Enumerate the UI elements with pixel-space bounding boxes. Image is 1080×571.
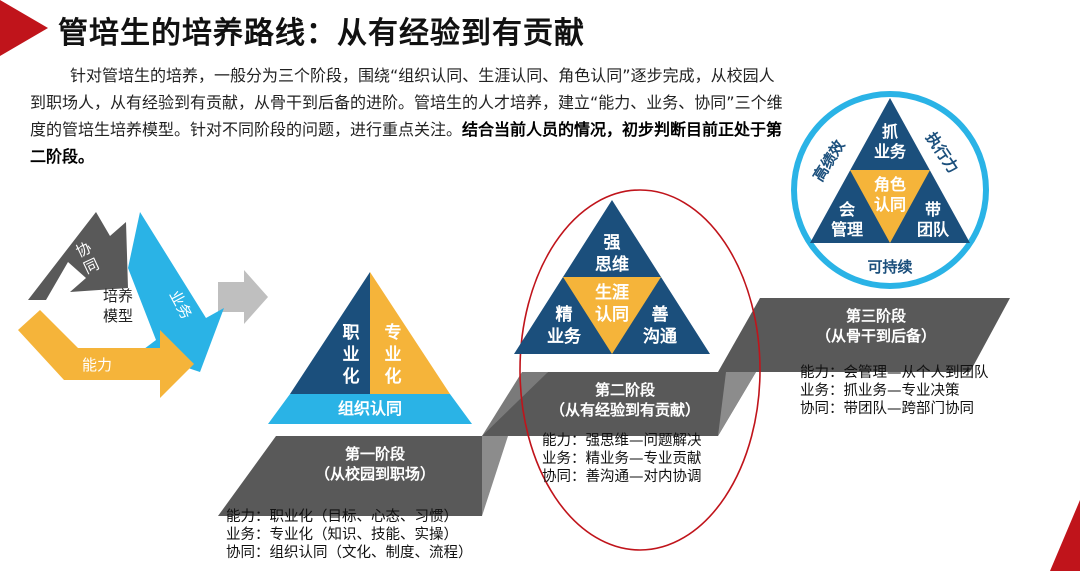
stage1-right-label: 专 业 化 xyxy=(378,322,408,388)
stage1-left-label: 职 业 化 xyxy=(336,322,366,388)
stage2-right-label: 善 沟通 xyxy=(634,304,686,348)
cycle-center-label: 培养 模型 xyxy=(98,286,138,326)
stage3-title-block: 第三阶段 （从骨干到后备） xyxy=(806,306,946,346)
highlight-ellipse xyxy=(519,189,761,551)
s1r-2: 业 xyxy=(384,345,402,365)
business-arrow xyxy=(128,212,224,372)
step-2-bar xyxy=(482,372,756,436)
stage2-top-label: 强 思维 xyxy=(586,232,638,276)
step-3-bar xyxy=(718,298,1010,372)
stage3-line-business: 业务：抓业务—专业决策 xyxy=(800,383,960,399)
stage1-title-block: 第一阶段 （从校园到职场） xyxy=(300,444,450,484)
stage1-line-coop: 协同：组织认同（文化、制度、流程） xyxy=(226,545,473,561)
flow-arrow xyxy=(218,270,268,324)
stage1-subtitle: （从校园到职场） xyxy=(314,465,435,483)
cycle-center-line1: 培养 xyxy=(102,287,133,305)
s2c-1: 生涯 xyxy=(595,283,629,303)
s3r-2: 团队 xyxy=(916,220,949,239)
stage2-center-label: 生涯 认同 xyxy=(586,282,638,326)
stage2-description: 能力：强思维—问题解决 业务：精业务—专业贡献 协同：善沟通—对内协调 xyxy=(542,432,702,486)
corner-accent xyxy=(1050,500,1080,571)
stage3-title: 第三阶段 xyxy=(845,307,906,325)
stage2-title-block: 第二阶段 （从有经验到有贡献） xyxy=(540,380,710,420)
stage1-left-triangle xyxy=(290,272,370,394)
stage2-title: 第二阶段 xyxy=(594,381,655,399)
s2l-1: 精 xyxy=(555,305,573,325)
stage2-left-label: 精 业务 xyxy=(538,304,590,348)
stage1-line-ability: 能力：职业化（目标、心态、习惯） xyxy=(226,509,458,525)
s1r-3: 化 xyxy=(384,367,402,387)
ring-bottom-label: 可持续 xyxy=(867,258,913,276)
intro-paragraph: 针对管培生的培养，一般分为三个阶段，围绕“组织认同、生涯认同、角色认同”逐步完成… xyxy=(30,62,790,170)
s3l-2: 管理 xyxy=(830,220,863,239)
stage3-right-label: 带 团队 xyxy=(908,200,958,240)
title-accent xyxy=(0,0,48,56)
stage2-line-coop: 协同：善沟通—对内协调 xyxy=(542,469,702,485)
s2t-2: 思维 xyxy=(595,255,629,275)
page-title: 管培生的培养路线：从有经验到有贡献 xyxy=(58,16,585,51)
stage3-line-coop: 协同：带团队—跨部门协同 xyxy=(800,401,974,417)
s2r-2: 沟通 xyxy=(643,327,677,347)
cycle-center-line2: 模型 xyxy=(102,307,133,325)
stage1-title: 第一阶段 xyxy=(344,445,405,463)
s3c-2: 认同 xyxy=(873,195,906,214)
s1l-2: 业 xyxy=(342,345,360,365)
stage1-right-triangle xyxy=(370,272,450,394)
stage1-base-label: 组织认同 xyxy=(337,399,402,418)
s2l-2: 业务 xyxy=(547,327,581,347)
stage3-line-ability: 能力：会管理—从个人到团队 xyxy=(800,365,989,381)
stage1-description: 能力：职业化（目标、心态、习惯） 业务：专业化（知识、技能、实操） 协同：组织认… xyxy=(226,508,473,562)
stage3-left-label: 会 管理 xyxy=(822,200,872,240)
stage2-subtitle: （从有经验到有贡献） xyxy=(549,401,700,419)
s2t-1: 强 xyxy=(603,233,621,253)
step-1-bar xyxy=(218,436,482,516)
stage3-center-triangle xyxy=(850,170,930,243)
s3l-1: 会 xyxy=(838,200,855,219)
s2c-2: 认同 xyxy=(595,305,629,325)
s3c-1: 角色 xyxy=(873,175,906,194)
stage2-line-business: 业务：精业务—专业贡献 xyxy=(542,451,702,467)
stage2-center-triangle xyxy=(563,277,661,354)
s1l-3: 化 xyxy=(342,367,360,387)
s3t-1: 抓 xyxy=(881,122,898,141)
intro-bold-text: 结合当前人员的情况，初步判断目前正处于第二阶段。 xyxy=(30,120,783,166)
s3t-2: 业务 xyxy=(873,142,906,161)
coop-arrow xyxy=(28,212,128,300)
ability-arrow xyxy=(18,310,194,398)
stage2-line-ability: 能力：强思维—问题解决 xyxy=(542,433,702,449)
s3r-1: 带 xyxy=(924,200,941,219)
stage3-top-label: 抓 业务 xyxy=(864,122,916,162)
stage1-base xyxy=(268,394,472,424)
s1r-1: 专 xyxy=(384,323,402,343)
stage3-description: 能力：会管理—从个人到团队 业务：抓业务—专业决策 协同：带团队—跨部门协同 xyxy=(800,364,989,418)
stage3-center-label: 角色 认同 xyxy=(864,175,916,215)
step-1-side xyxy=(482,436,508,516)
stage1-line-business: 业务：专业化（知识、技能、实操） xyxy=(226,527,458,543)
stage3-subtitle: （从骨干到后备） xyxy=(815,327,936,345)
s1l-1: 职 xyxy=(342,323,360,343)
intro-text: 针对管培生的培养，一般分为三个阶段，围绕“组织认同、生涯认同、角色认同”逐步完成… xyxy=(30,66,783,139)
ability-label: 能力 xyxy=(82,356,113,374)
s2r-1: 善 xyxy=(651,305,669,325)
